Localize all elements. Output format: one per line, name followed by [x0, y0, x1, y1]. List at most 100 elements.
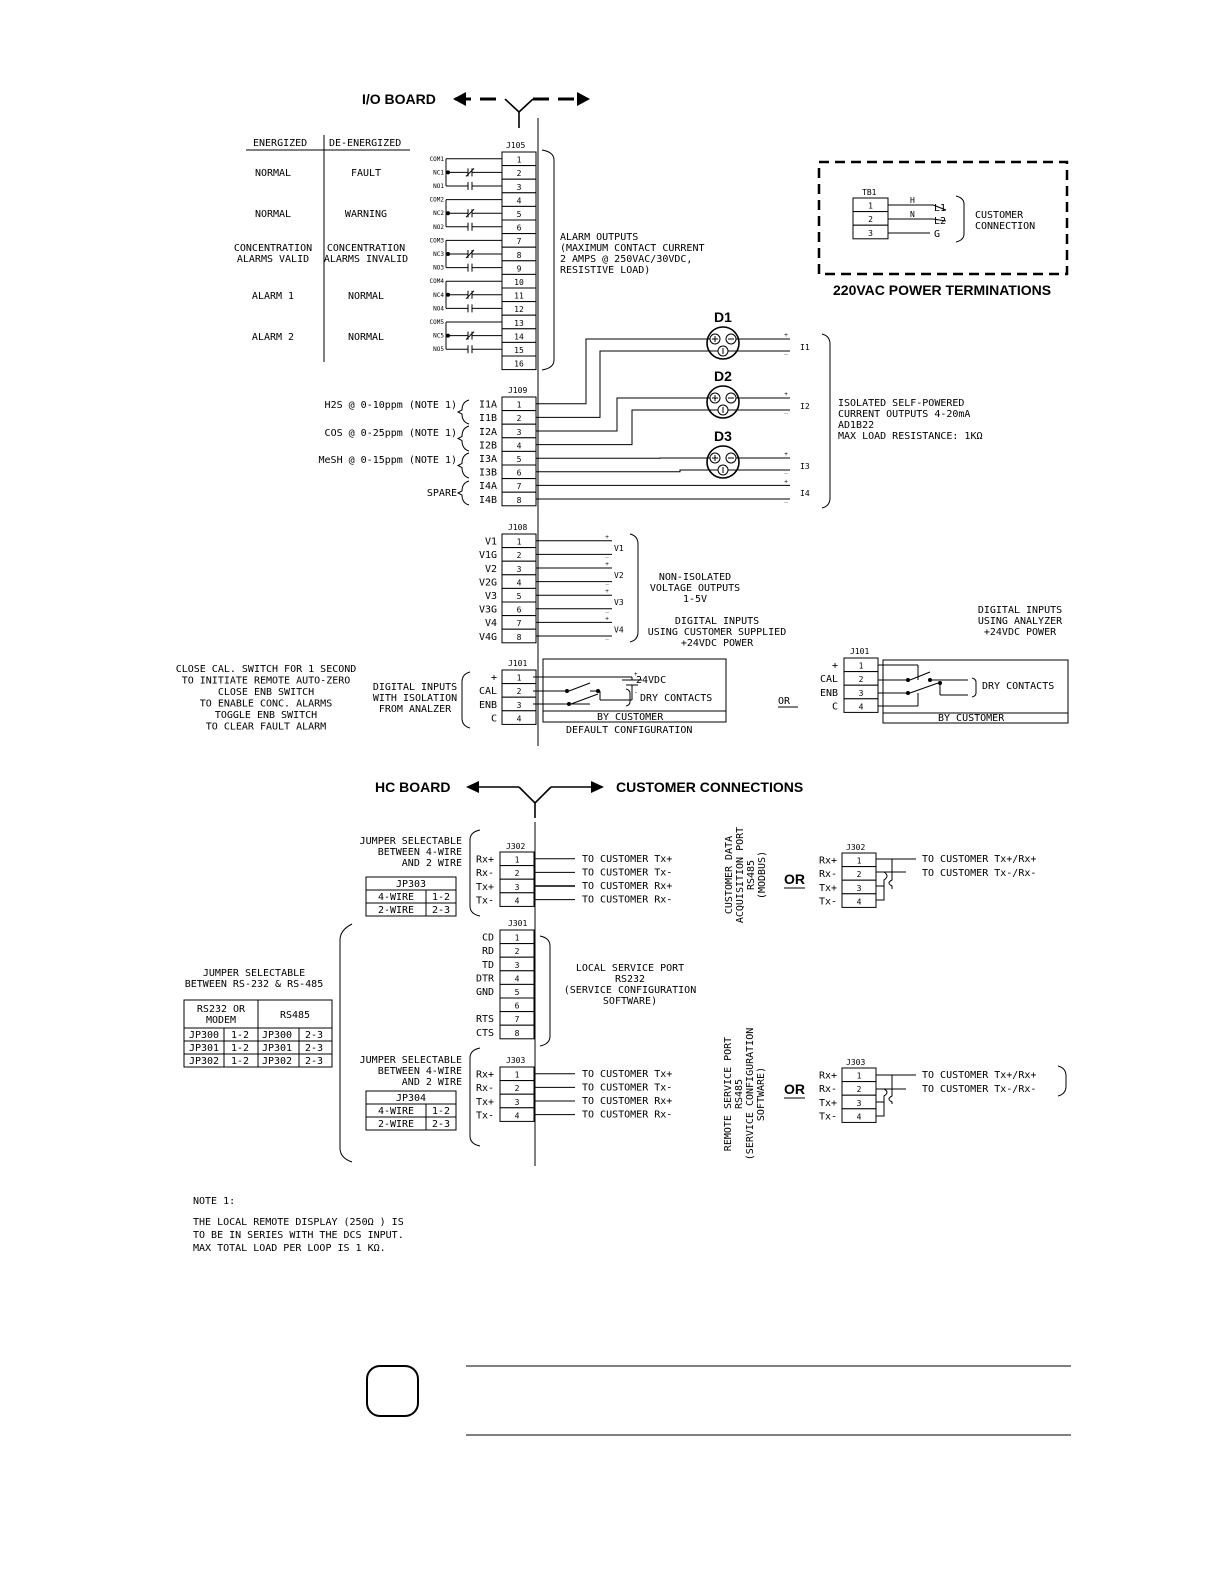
- digital-inputs-line-2: WITH ISOLATION: [373, 693, 457, 704]
- note-line-1: THE LOCAL REMOTE DISPLAY (250Ω ) IS: [193, 1217, 404, 1228]
- relay-label-NC1: NC1: [433, 169, 444, 176]
- energized-state-4: ALARM 1: [252, 291, 294, 302]
- voltage-line-3: 1-5V: [683, 594, 707, 605]
- display-D2: D2: [714, 368, 732, 384]
- rs-table-cell-1-3: JP300: [262, 1030, 292, 1041]
- current-output-wires: +_I1+_I2+_I3+_I4: [536, 332, 810, 503]
- deenergized-state-3: CONCENTRATION: [327, 243, 405, 254]
- j105-pin-8: 8: [517, 251, 522, 260]
- digital-inputs-line-1: DIGITAL INPUTS: [373, 682, 457, 693]
- plus-sign: +: [784, 391, 788, 398]
- energized-state-2: NORMAL: [255, 209, 291, 220]
- energized-state-3: ALARMS VALID: [237, 254, 309, 265]
- daq-port-line-1: CUSTOMER DATA: [724, 836, 735, 914]
- j101-alt-pin-1: 1: [859, 662, 864, 671]
- line-l1: L1: [934, 203, 946, 214]
- j302-wire-4: TO CUSTOMER Rx-: [582, 895, 672, 906]
- j105-pin-15: 15: [514, 346, 524, 355]
- j101-alt-pin-4: 4: [859, 702, 864, 711]
- j303-alt-signal-2: Rx-: [819, 1084, 837, 1095]
- minus-sign: _: [605, 579, 609, 586]
- j302-wire-3: TO CUSTOMER Rx+: [582, 881, 672, 892]
- rs-table-cell-3-2: 1-2: [231, 1056, 249, 1067]
- j302-customer-wires: TO CUSTOMER Tx+TO CUSTOMER Tx-TO CUSTOME…: [534, 854, 672, 906]
- relay-label-NO4: NO4: [433, 305, 444, 312]
- relay-label-COM4: COM4: [430, 278, 445, 285]
- line-l2: L2: [934, 216, 946, 227]
- j109-signal-7: I4A: [479, 481, 497, 492]
- daq-port-line-2: ACQUISITION PORT: [735, 827, 746, 923]
- j101-alt-signal-4: C: [832, 701, 838, 712]
- j108-signal-5: V3: [485, 591, 497, 602]
- j302-alt-pin-box: [841, 893, 877, 908]
- j108-pin-3: 3: [517, 565, 522, 574]
- j109-pin-8: 8: [517, 496, 522, 505]
- j105-pin-9: 9: [517, 264, 522, 273]
- j105-pin-13: 13: [514, 319, 524, 328]
- j105-pin-6: 6: [517, 224, 522, 233]
- wire-label-h: H: [910, 196, 915, 205]
- j101-signal-1: +: [491, 673, 497, 684]
- svg-text:+: +: [634, 671, 638, 678]
- default-customer-box: 24VDC + - DRY CONTACTS BY CUSTOMER DEFAU…: [533, 658, 727, 736]
- isolated-line-2: CURRENT OUTPUTS 4-20mA: [838, 409, 970, 420]
- voltage-line-2: VOLTAGE OUTPUTS: [650, 583, 740, 594]
- j108-signal-1: V1: [485, 537, 497, 548]
- cal-note-line-6: TO CLEAR FAULT ALARM: [206, 722, 326, 733]
- j105-pin-box: [501, 355, 537, 371]
- remote-port-line-4: SOFTWARE): [756, 1067, 767, 1121]
- plus-sign: +: [605, 534, 609, 541]
- j105-pin-1: 1: [517, 156, 522, 165]
- deenergized-state-5: NORMAL: [348, 332, 384, 343]
- power-title: 220VAC POWER TERMINATIONS: [833, 282, 1051, 298]
- tb1-connector: 123: [852, 197, 889, 240]
- j301-signal-1: CD: [482, 933, 494, 944]
- jp303-title: JP303: [396, 879, 426, 890]
- relay-label-NO3: NO3: [433, 265, 444, 272]
- tb1-pin-3: 3: [868, 229, 873, 238]
- energized-state-1: NORMAL: [255, 168, 291, 179]
- relay-label-NO2: NO2: [433, 224, 444, 231]
- j108-pin-7: 7: [517, 619, 522, 628]
- jp304-row-2-mode: 2-WIRE: [378, 1119, 414, 1130]
- j302-alt-pin-2: 2: [857, 870, 862, 879]
- j109-signal-3: I2A: [479, 427, 497, 438]
- j302-alt-pin-3: 3: [857, 884, 862, 893]
- j105-pin-14: 14: [514, 332, 524, 341]
- alarm-outputs-line-3: 2 AMPS @ 250VAC/30VDC,: [560, 254, 692, 265]
- j303-alt-pin-3: 3: [857, 1099, 862, 1108]
- line-g: G: [934, 229, 940, 240]
- j301-pin-1: 1: [515, 934, 520, 943]
- jp304-row-1-pins: 1-2: [432, 1106, 450, 1117]
- rs-table-cell-3-3: JP302: [262, 1056, 292, 1067]
- alt-dry-contacts-label: DRY CONTACTS: [982, 681, 1054, 692]
- j301-pin-6: 6: [515, 1002, 520, 1011]
- minus-sign: _: [784, 407, 788, 414]
- voltage-output-V4: V4: [614, 625, 624, 634]
- j301-pin-3: 3: [515, 961, 520, 970]
- customer-power-line-3: +24VDC POWER: [681, 638, 754, 649]
- by-customer-label: BY CUSTOMER: [597, 712, 664, 723]
- jumper-4wire-a-line-3: AND 2 WIRE: [402, 858, 462, 869]
- isolated-line-4: MAX LOAD RESISTANCE: 1KΩ: [838, 431, 983, 442]
- alarm-outputs-brace: [541, 149, 555, 371]
- rs-table-cell-1-4: 2-3: [305, 1030, 323, 1041]
- j101-alt-signal-3: ENB: [820, 688, 838, 699]
- j303-customer-wires: TO CUSTOMER Tx+TO CUSTOMER Tx-TO CUSTOME…: [534, 1069, 672, 1121]
- j303-signal-2: Rx-: [476, 1083, 494, 1094]
- jumper-4wire-b-line-1: JUMPER SELECTABLE: [360, 1055, 462, 1066]
- j303-alt-wiring: [876, 1074, 916, 1117]
- j303-alt-pin-2: 2: [857, 1085, 862, 1094]
- j303-pin-3: 3: [515, 1098, 520, 1107]
- relay-label-COM3: COM3: [430, 237, 445, 244]
- customer-connection-2: CONNECTION: [975, 221, 1035, 232]
- j108-label: J108: [508, 523, 527, 532]
